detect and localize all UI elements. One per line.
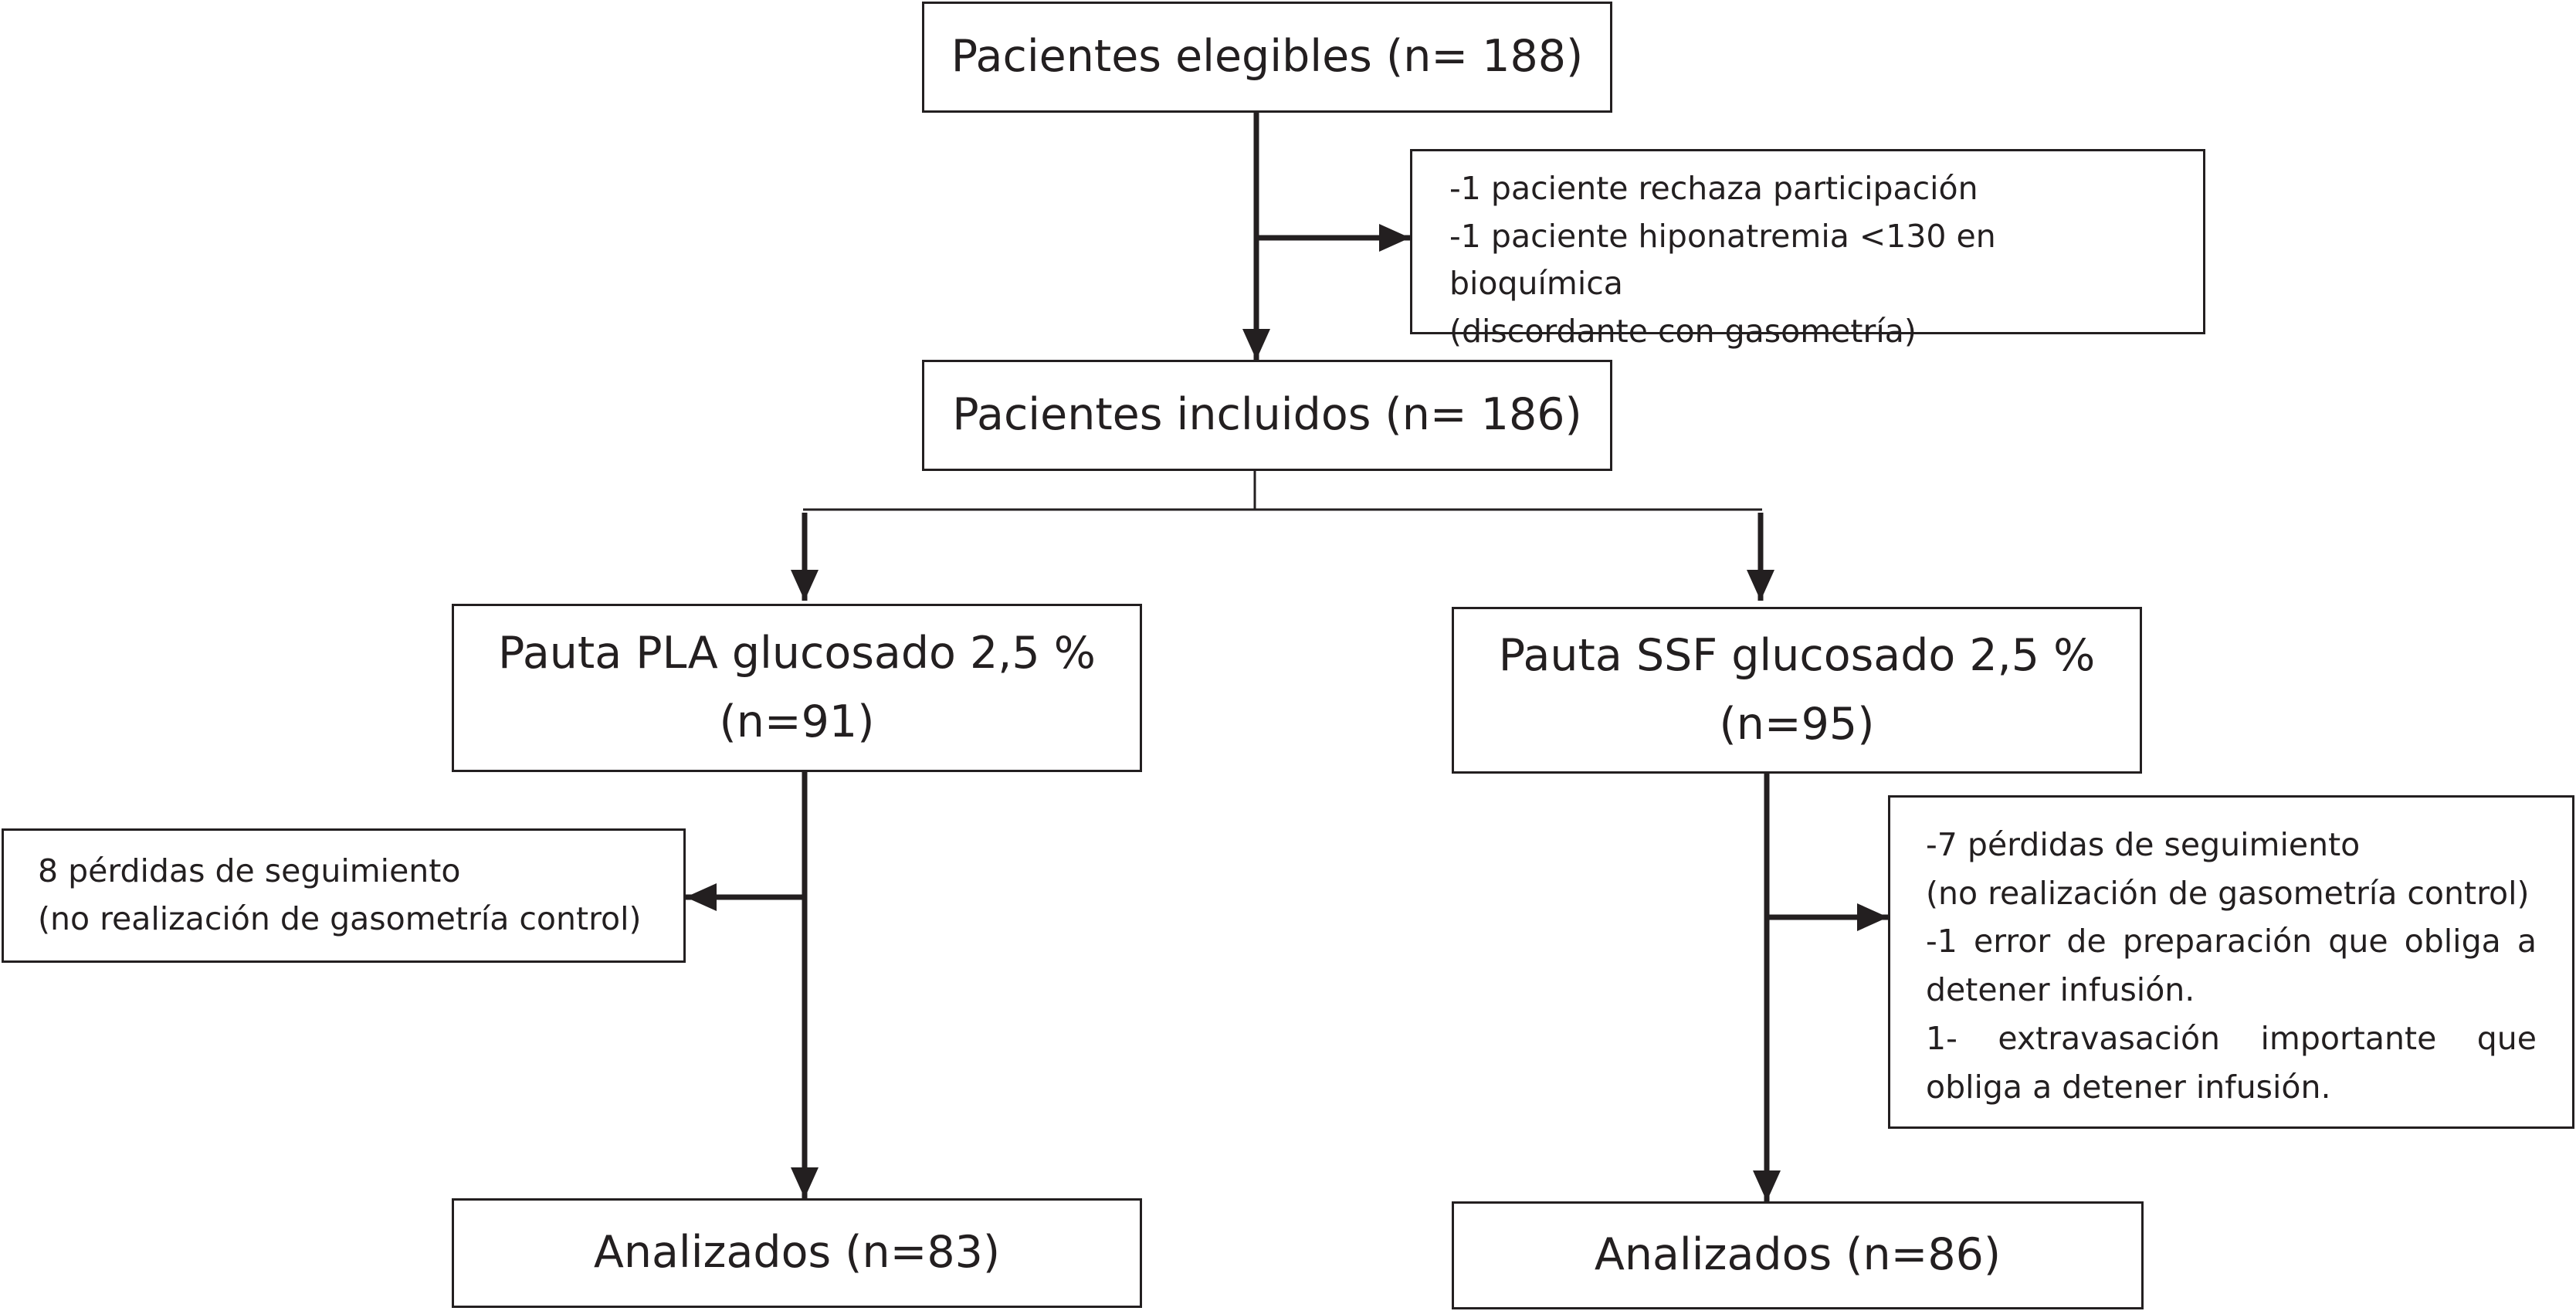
exclusion-line-1: -1 paciente rechaza participación [1449,170,1978,207]
right-losses-box: -7 pérdidas de seguimiento (no realizaci… [1888,795,2574,1129]
left-analyzed-label: Analizados (n=83) [593,1227,1001,1279]
left-loss-line-2: (no realización de gasometría control) [38,899,642,937]
exclusion-line-3: (discordante con gasometría) [1449,312,1917,350]
included-label: Pacientes incluidos (n= 186) [952,389,1582,441]
right-loss-line-6: obliga a detener infusión. [1926,1068,2331,1106]
left-arm-n: (n=91) [719,696,875,747]
left-arm-title: Pauta PLA glucosado 2,5 % [498,627,1096,679]
right-arm-box: Pauta SSF glucosado 2,5 % (n=95) [1452,607,2142,774]
right-loss-line-4: detener infusión. [1926,971,2195,1009]
right-loss-line-1: -7 pérdidas de seguimiento [1926,826,2361,863]
left-loss-line-1: 8 pérdidas de seguimiento [38,852,461,889]
left-analyzed-box: Analizados (n=83) [452,1198,1142,1308]
eligible-box: Pacientes elegibles (n= 188) [922,2,1612,113]
left-arm-box: Pauta PLA glucosado 2,5 % (n=91) [452,604,1142,772]
exclusion-line-2: -1 paciente hiponatremia <130 en bioquím… [1449,217,1996,303]
right-arm-title: Pauta SSF glucosado 2,5 % [1498,629,2096,681]
right-analyzed-box: Analizados (n=86) [1452,1201,2144,1309]
right-loss-line-2: (no realización de gasometría control) [1926,874,2530,912]
right-loss-line-3: -1 error de preparación que obliga a [1926,923,2537,960]
eligible-label: Pacientes elegibles (n= 188) [951,31,1584,83]
included-box: Pacientes incluidos (n= 186) [922,360,1612,471]
right-analyzed-label: Analizados (n=86) [1594,1229,2001,1281]
left-losses-box: 8 pérdidas de seguimiento (no realizació… [2,828,686,963]
right-arm-n: (n=95) [1719,699,1875,750]
right-loss-line-5: 1- extravasación importante que [1926,1019,2537,1057]
exclusion-box: -1 paciente rechaza participación -1 pac… [1410,149,2205,350]
